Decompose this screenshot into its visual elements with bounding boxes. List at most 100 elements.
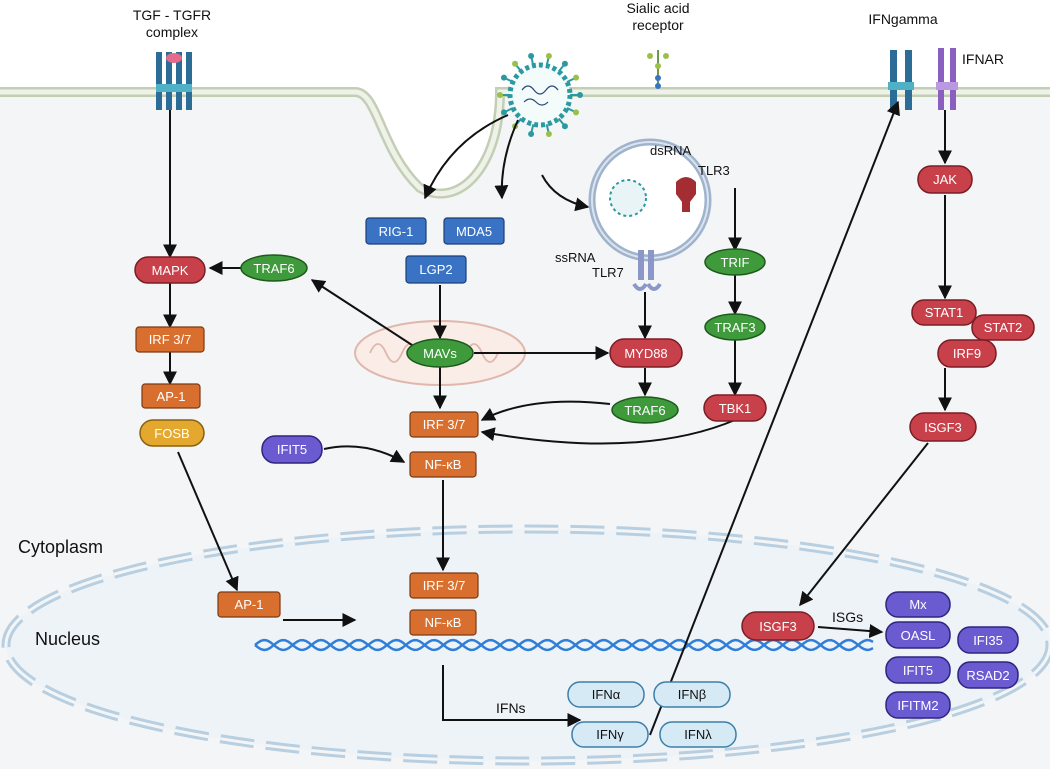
node-rig1: RIG-1: [365, 217, 427, 245]
sialic-label: Sialic acid: [626, 0, 689, 16]
edge-mavs-traf6: [310, 279, 413, 346]
node-nfkb-mid: NF-κB: [409, 451, 477, 478]
node-nfkb-nuc: NF-κB: [409, 609, 477, 636]
node-traf6-left: TRAF6: [240, 254, 308, 282]
edge-isgf3-nucleus: [799, 442, 929, 607]
svg-text:NF-κB: NF-κB: [425, 615, 462, 630]
ifngamma-label: IFNgamma: [868, 11, 937, 27]
svg-text:RSAD2: RSAD2: [966, 668, 1009, 683]
node-ap1-nuc: AP-1: [217, 591, 281, 618]
virus-icon: [497, 53, 583, 137]
svg-text:FOSB: FOSB: [154, 426, 189, 441]
nucleus-label: Nucleus: [35, 629, 100, 649]
svg-text:TRIF: TRIF: [721, 255, 750, 270]
node-fosb: FOSB: [139, 419, 205, 447]
node-irf9: IRF9: [937, 339, 997, 368]
sialic-acid-receptor-icon: [647, 50, 669, 89]
svg-text:IFNλ: IFNλ: [684, 727, 712, 742]
node-irf37-nuc: IRF 3/7: [409, 572, 479, 599]
edge-virus-endosome: [541, 174, 590, 212]
node-mavs: MAVs: [406, 338, 474, 368]
svg-text:RIG-1: RIG-1: [379, 224, 414, 239]
edge-virus-rig1: [423, 114, 509, 200]
node-ifnl: IFNλ: [659, 721, 737, 748]
node-lgp2: LGP2: [405, 255, 467, 284]
node-stat2: STAT2: [971, 314, 1035, 341]
node-ifit5-cyto: IFIT5: [261, 435, 323, 464]
ifnar-label: IFNAR: [962, 51, 1004, 67]
tgf-receptor-label: TGF - TGFR: [133, 7, 211, 23]
svg-text:IRF 3/7: IRF 3/7: [423, 417, 466, 432]
endosome: [588, 138, 712, 262]
svg-text:MYD88: MYD88: [624, 346, 667, 361]
node-tbk1: TBK1: [703, 394, 767, 422]
node-traf6-mid: TRAF6: [611, 396, 679, 424]
svg-text:IFITM2: IFITM2: [897, 698, 938, 713]
svg-text:LGP2: LGP2: [419, 262, 452, 277]
node-ifna: IFNα: [567, 681, 645, 708]
svg-text:IRF 3/7: IRF 3/7: [149, 332, 192, 347]
edge-fosb-ap1nuc: [177, 451, 239, 592]
node-ifng: IFNγ: [571, 721, 649, 748]
edge-isgf3-isgs: [817, 624, 884, 638]
tlr7-receptor-icon: [632, 250, 662, 291]
svg-text:TRAF6: TRAF6: [253, 261, 294, 276]
node-oasl: OASL: [885, 621, 951, 649]
node-mx: Mx: [885, 591, 951, 618]
edge-ifng-receptor: [649, 100, 900, 736]
tlr3-label: TLR3: [698, 163, 730, 178]
svg-text:MAVs: MAVs: [423, 346, 457, 361]
svg-text:MDA5: MDA5: [456, 224, 492, 239]
svg-text:JAK: JAK: [933, 172, 957, 187]
svg-text:MAPK: MAPK: [152, 263, 189, 278]
node-myd88: MYD88: [609, 338, 683, 368]
edge-nucleus-ifns: [442, 665, 582, 727]
dna-strand: [254, 638, 874, 652]
tgf-receptor-label-line2: complex: [146, 24, 198, 40]
svg-text:OASL: OASL: [901, 628, 936, 643]
edge-ifit5-nfkb: [323, 445, 406, 463]
node-mda5: MDA5: [443, 217, 505, 245]
dsrna-label: dsRNA: [650, 143, 692, 158]
tgf-receptor-icon: [156, 52, 192, 110]
svg-text:AP-1: AP-1: [157, 389, 186, 404]
ifns-label: IFNs: [496, 700, 526, 716]
nucleus-envelope: [1, 524, 1050, 766]
svg-text:ISGF3: ISGF3: [924, 420, 962, 435]
svg-text:IFNβ: IFNβ: [678, 687, 706, 702]
node-ifitm2: IFITM2: [885, 691, 951, 719]
ssrna-label: ssRNA: [555, 250, 596, 265]
svg-text:NF-κB: NF-κB: [425, 457, 462, 472]
svg-text:TRAF3: TRAF3: [714, 320, 755, 335]
node-ifnb: IFNβ: [653, 681, 731, 708]
edges: [163, 100, 952, 736]
node-isgf3-cyto: ISGF3: [909, 412, 977, 442]
cytoplasm-label: Cytoplasm: [18, 537, 103, 557]
ifngamma-receptor-icon: [888, 50, 914, 110]
ifnar-receptor-icon: [936, 48, 958, 110]
node-isgf3-nuc: ISGF3: [741, 611, 815, 641]
svg-text:Mx: Mx: [909, 597, 927, 612]
plasma-membrane: [0, 87, 1050, 199]
svg-text:IRF9: IRF9: [953, 346, 981, 361]
node-jak: JAK: [917, 165, 973, 194]
node-irf37-left: IRF 3/7: [135, 326, 205, 353]
svg-text:AP-1: AP-1: [235, 597, 264, 612]
svg-text:TBK1: TBK1: [719, 401, 752, 416]
node-ifi35: IFI35: [957, 626, 1019, 654]
edge-traf6-irf37: [480, 400, 611, 421]
node-irf37-mid: IRF 3/7: [409, 411, 479, 438]
labels: TGF - TGFR complex Sialic acid receptor …: [18, 0, 1004, 716]
isgs-label: ISGs: [832, 609, 863, 625]
sialic-label-line2: receptor: [632, 17, 684, 33]
node-ifit5-nuc: IFIT5: [885, 656, 951, 684]
tlr3-receptor-icon: [676, 177, 696, 212]
svg-text:IFNα: IFNα: [592, 687, 621, 702]
tlr7-label: TLR7: [592, 265, 624, 280]
svg-text:IFNγ: IFNγ: [596, 727, 624, 742]
svg-text:IFI35: IFI35: [973, 633, 1003, 648]
node-ap1-top: AP-1: [141, 383, 201, 409]
node-mapk: MAPK: [134, 256, 206, 284]
